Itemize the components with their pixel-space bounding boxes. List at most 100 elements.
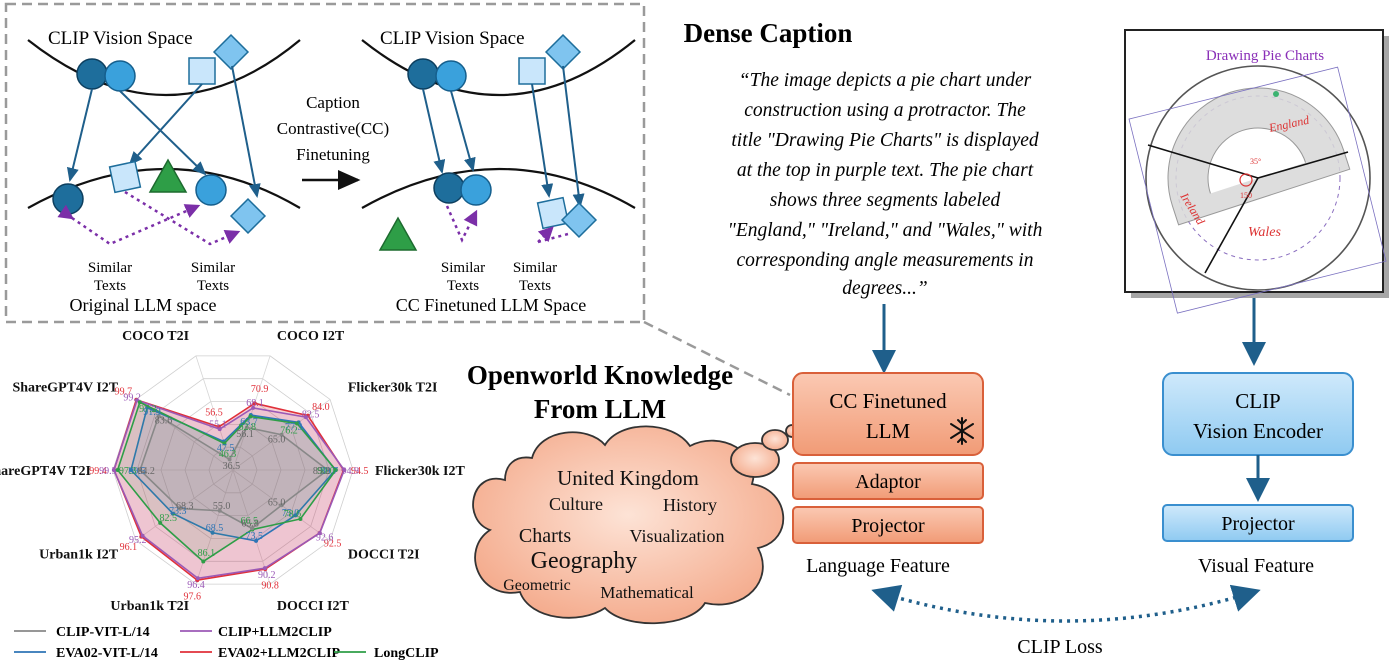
radar-point bbox=[262, 566, 267, 571]
radar-value-label: 62.8 bbox=[239, 422, 257, 433]
vision-space-label: CLIP Vision Space bbox=[48, 28, 193, 49]
radar-axis-label: DOCCI T2I bbox=[348, 547, 420, 562]
radar-value-label: 73.3 bbox=[169, 506, 187, 517]
radar-value-label: 63.7 bbox=[240, 417, 258, 428]
svg-text:Wales: Wales bbox=[1248, 225, 1281, 240]
radar-value-label: 92.6 bbox=[316, 533, 334, 544]
radar-legend: CLIP-VIT-L/14 EVA02-VIT-L/14 CLIP+LLM2CL… bbox=[14, 625, 439, 661]
svg-text:shows three segments labeled: shows three segments labeled bbox=[770, 190, 1001, 211]
triangle-shape bbox=[148, 158, 188, 193]
radar-axis-label: ShareGPT4V T2I bbox=[0, 464, 91, 479]
svg-text:"England," "Ireland," and "Wal: "England," "Ireland," and "Wales," with bbox=[728, 220, 1043, 241]
radar-value-label: 75.0 bbox=[282, 508, 300, 519]
svg-text:Vision Encoder: Vision Encoder bbox=[1193, 419, 1323, 443]
radar-value-label: 86.1 bbox=[198, 548, 216, 559]
svg-text:35°: 35° bbox=[1250, 157, 1261, 166]
svg-text:United Kingdom: United Kingdom bbox=[557, 466, 699, 490]
radar-point bbox=[217, 427, 222, 432]
radar-point bbox=[140, 533, 145, 538]
radar-value-label: 56.5 bbox=[205, 408, 223, 419]
radar-axis-label: Flicker30k I2T bbox=[375, 464, 465, 479]
radar-value-label: 99.7 bbox=[115, 386, 133, 397]
svg-text:Projector: Projector bbox=[1221, 513, 1295, 535]
radar-value-label: 89.7 bbox=[321, 466, 339, 477]
visual-feature-label: Visual Feature bbox=[1198, 555, 1314, 577]
radar-point bbox=[137, 400, 142, 405]
radar-axis-labels: COCO I2T Flicker30k T2I Flicker30k I2T DOCC… bbox=[0, 329, 465, 614]
radar-spoke bbox=[195, 355, 234, 471]
radar-point bbox=[303, 415, 308, 420]
clip-loss-label: CLIP Loss bbox=[1017, 636, 1103, 658]
radar-point bbox=[342, 468, 347, 472]
radar-value-label: 55.1 bbox=[209, 419, 227, 430]
radar-axis-label: COCO T2I bbox=[122, 329, 189, 344]
openworld-knowledge: Openworld Knowledge From LLM United King… bbox=[467, 360, 799, 625]
radar-value-label: 65.0 bbox=[268, 434, 286, 445]
legend-eva02-vit: EVA02-VIT-L/14 bbox=[56, 646, 158, 661]
cc-finetuned-llm-box bbox=[792, 372, 984, 456]
radar-point bbox=[115, 468, 120, 472]
finetuned-space-diagram: CLIP Vision Space Similar Texts Similar … bbox=[361, 28, 636, 315]
svg-text:Texts: Texts bbox=[447, 278, 479, 294]
radar-value-label: 90.2 bbox=[258, 570, 276, 581]
snowflake-icon bbox=[950, 417, 974, 445]
image-title: Drawing Pie Charts bbox=[1206, 48, 1324, 64]
svg-text:title "Drawing Pie Charts" is: title "Drawing Pie Charts" is displayed bbox=[731, 130, 1038, 151]
radar-axis-label: COCO I2T bbox=[277, 329, 345, 344]
svg-text:150: 150 bbox=[1240, 191, 1252, 200]
radar-value-label: 83.6 bbox=[155, 416, 173, 427]
radar-axis-label: ShareGPT4V I2T bbox=[12, 381, 118, 396]
radar-point bbox=[210, 530, 215, 535]
svg-text:Contrastive(CC): Contrastive(CC) bbox=[277, 119, 389, 138]
legend-clip-llm2clip: CLIP+LLM2CLIP bbox=[218, 625, 332, 640]
radar-point bbox=[279, 503, 284, 508]
radar-value-label: 97.3 bbox=[119, 466, 137, 477]
radar-point bbox=[217, 508, 222, 513]
radar-point bbox=[251, 405, 256, 410]
radar-value-label: 73.5 bbox=[245, 531, 263, 542]
radar-point bbox=[295, 421, 300, 426]
radar-point bbox=[227, 457, 232, 462]
cc-finetuning-arrow: Caption Contrastive(CC) Finetuning bbox=[277, 93, 389, 190]
svg-text:Openworld Knowledge: Openworld Knowledge bbox=[467, 360, 733, 390]
radar-value-label: 92.5 bbox=[324, 538, 342, 549]
radar-value-label: 56.1 bbox=[236, 429, 254, 440]
radar-value-label: 84.2 bbox=[137, 466, 155, 477]
svg-text:Similar: Similar bbox=[88, 260, 132, 276]
legend-clip-vit: CLIP-VIT-L/14 bbox=[56, 625, 150, 640]
radar-value-label: 68.1 bbox=[246, 398, 264, 409]
radar-point bbox=[279, 432, 284, 437]
radar-value-label: 82.5 bbox=[302, 410, 320, 421]
radar-value-label: 47.5 bbox=[217, 443, 235, 454]
radar-point bbox=[195, 576, 200, 581]
radar-axis-label: DOCCI I2T bbox=[277, 599, 350, 614]
radar-value-label: 94.5 bbox=[351, 466, 369, 477]
radar-point bbox=[244, 425, 249, 430]
radar-value-label: 90.0 bbox=[317, 466, 335, 477]
radar-point bbox=[254, 538, 259, 543]
svg-text:Texts: Texts bbox=[519, 278, 551, 294]
radar-point bbox=[158, 520, 163, 525]
svg-text:Similar: Similar bbox=[441, 260, 485, 276]
radar-axis-label: Flicker30k T2I bbox=[348, 381, 438, 396]
radar-point bbox=[111, 468, 116, 472]
thought-cloud bbox=[472, 424, 799, 625]
radar-point bbox=[293, 513, 298, 518]
radar-value-label: 77.3 bbox=[285, 422, 303, 433]
radar-spoke bbox=[232, 355, 271, 471]
radar-point bbox=[317, 531, 322, 536]
svg-text:Caption: Caption bbox=[306, 93, 360, 112]
radar-point bbox=[156, 413, 161, 418]
panel-connector bbox=[643, 320, 791, 397]
radar-spoke bbox=[135, 399, 234, 471]
vision-diamond bbox=[212, 33, 250, 71]
radar-value-label: 94.9 bbox=[342, 466, 360, 477]
radar-value-label: 65.8 bbox=[241, 519, 259, 530]
radar-value-label: 95.2 bbox=[129, 535, 147, 546]
radar-value-label: 55.0 bbox=[213, 501, 231, 512]
svg-text:degrees...”: degrees...” bbox=[842, 278, 927, 299]
image-sample: Drawing Pie Charts England Ireland Wales… bbox=[1124, 29, 1389, 366]
radar-value-label: 97.6 bbox=[183, 591, 201, 602]
radar-value-label: 90.8 bbox=[261, 580, 279, 591]
